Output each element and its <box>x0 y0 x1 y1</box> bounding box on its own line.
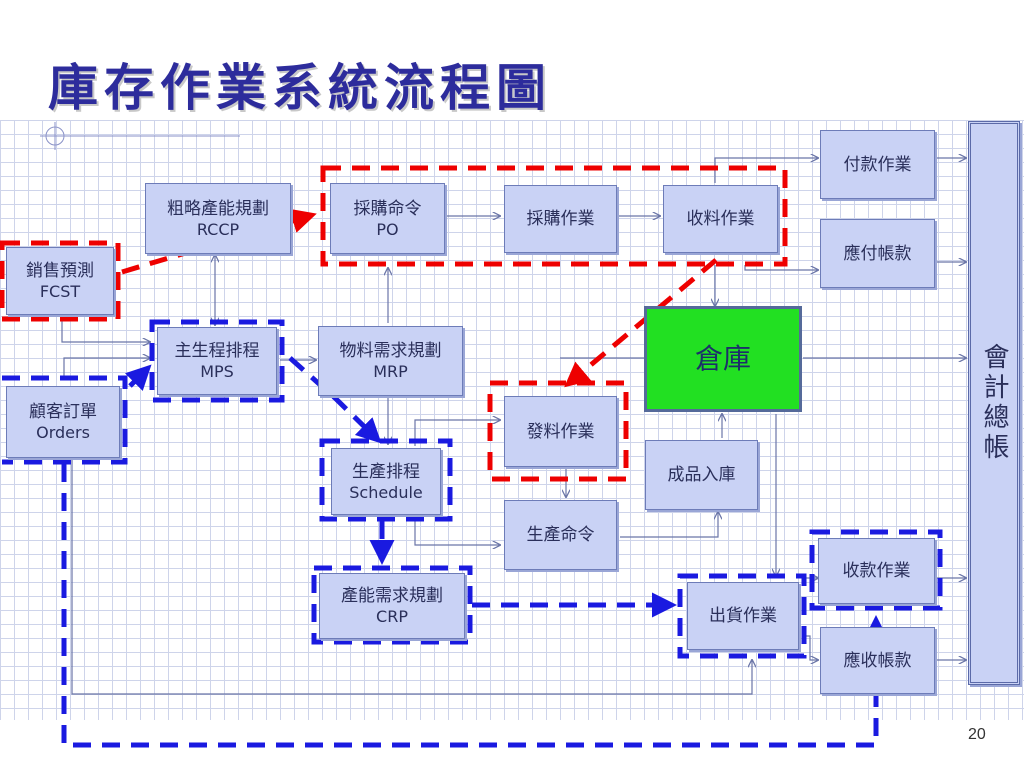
blue-dashed-highlights <box>2 319 943 748</box>
purchasing-box[interactable]: 採購作業 <box>504 185 617 253</box>
ledger-box[interactable]: 會計總帳 <box>968 121 1020 685</box>
issuing-label: 發料作業 <box>526 421 595 442</box>
rccp-box[interactable]: 粗略產能規劃 RCCP <box>145 183 291 254</box>
page-number: 20 <box>968 726 986 743</box>
schedule-label: 生產排程 <box>352 461 420 482</box>
mps-label: 主生程排程 <box>174 341 260 361</box>
crosshair-decoration <box>40 122 240 150</box>
page-title: 庫存作業系統流程圖 <box>48 58 552 117</box>
receivable-label: 應收帳款 <box>843 650 912 671</box>
receiving-label: 收料作業 <box>686 209 755 229</box>
finished-goods-label: 成品入庫 <box>667 465 736 485</box>
receiving-box[interactable]: 收料作業 <box>663 185 778 253</box>
production-order-box[interactable]: 生產命令 <box>504 500 617 570</box>
payable-box[interactable]: 應付帳款 <box>820 219 935 288</box>
production-order-label: 生產命令 <box>526 525 595 545</box>
mps-box[interactable]: 主生程排程 MPS <box>157 327 277 395</box>
forecast-box[interactable]: 銷售預測 FCST <box>6 247 114 315</box>
schedule-box[interactable]: 生產排程 Schedule <box>331 448 441 515</box>
rccp-code: RCCP <box>196 219 240 239</box>
mps-code: MPS <box>200 362 234 381</box>
warehouse-box[interactable]: 倉庫 <box>644 306 802 412</box>
po-box[interactable]: 採購命令 PO <box>330 183 445 254</box>
issuing-box[interactable]: 發料作業 <box>504 396 617 467</box>
po-code: PO <box>376 219 399 239</box>
rccp-label: 粗略產能規劃 <box>167 198 269 219</box>
shipping-box[interactable]: 出貨作業 <box>687 582 799 650</box>
flow-lines <box>61 158 966 695</box>
payment-box[interactable]: 付款作業 <box>820 130 935 199</box>
orders-box[interactable]: 顧客訂單 Orders <box>6 386 120 458</box>
crp-label: 產能需求規劃 <box>341 586 443 606</box>
orders-code: Orders <box>36 423 90 442</box>
mrp-code: MRP <box>373 362 408 381</box>
orders-label: 顧客訂單 <box>29 402 97 422</box>
payment-label: 付款作業 <box>843 154 912 175</box>
shipping-label: 出貨作業 <box>709 606 777 626</box>
finished-goods-box[interactable]: 成品入庫 <box>645 440 758 510</box>
collection-box[interactable]: 收款作業 <box>818 538 935 604</box>
ledger-label: 會計總帳 <box>979 343 1009 463</box>
mrp-label: 物料需求規劃 <box>339 341 442 361</box>
receivable-box[interactable]: 應收帳款 <box>820 627 935 694</box>
warehouse-label: 倉庫 <box>694 342 751 375</box>
forecast-code: FCST <box>39 282 81 301</box>
purchasing-label: 採購作業 <box>526 209 595 229</box>
schedule-code: Schedule <box>349 482 423 502</box>
payable-label: 應付帳款 <box>843 243 912 264</box>
po-label: 採購命令 <box>353 198 422 219</box>
forecast-label: 銷售預測 <box>26 261 94 281</box>
crp-code: CRP <box>376 607 408 626</box>
crp-box[interactable]: 產能需求規劃 CRP <box>319 573 465 639</box>
collection-label: 收款作業 <box>842 561 911 581</box>
mrp-box[interactable]: 物料需求規劃 MRP <box>318 326 463 396</box>
